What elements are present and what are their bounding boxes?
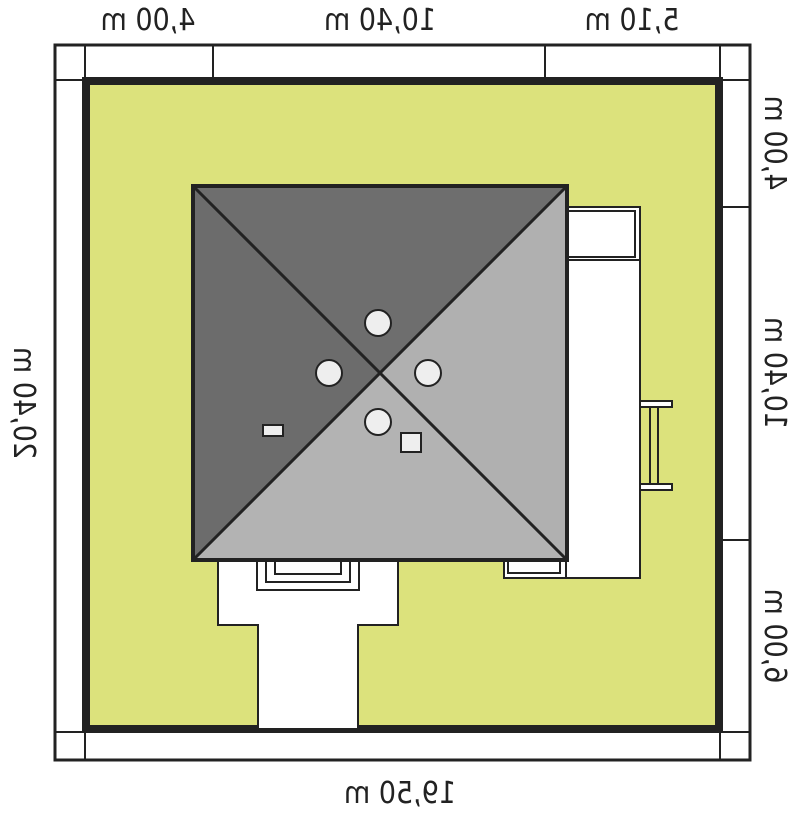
- skylight-icon: [262, 424, 284, 437]
- chimney-icon: [364, 408, 392, 436]
- dim-left: 20,40 m: [6, 347, 41, 459]
- dim-right-3: 6,00 m: [757, 589, 792, 684]
- chimney-icon: [414, 359, 442, 387]
- skylight-icon: [400, 432, 422, 453]
- dim-right-1: 4,00 m: [757, 96, 792, 191]
- dim-top-3: 5,10 m: [585, 3, 680, 38]
- chimney-icon: [315, 359, 343, 387]
- dim-top-1: 4,00 m: [101, 3, 196, 38]
- dimension-ticks: [55, 45, 750, 760]
- chimney-icon: [364, 309, 392, 337]
- terrace: [503, 206, 673, 579]
- dim-bottom: 19,50 m: [344, 776, 456, 811]
- dim-top-2: 10,40 m: [324, 3, 436, 38]
- house-roof: [191, 184, 569, 562]
- dim-right-2: 10,40 m: [757, 317, 792, 429]
- entrance-path: [217, 557, 399, 730]
